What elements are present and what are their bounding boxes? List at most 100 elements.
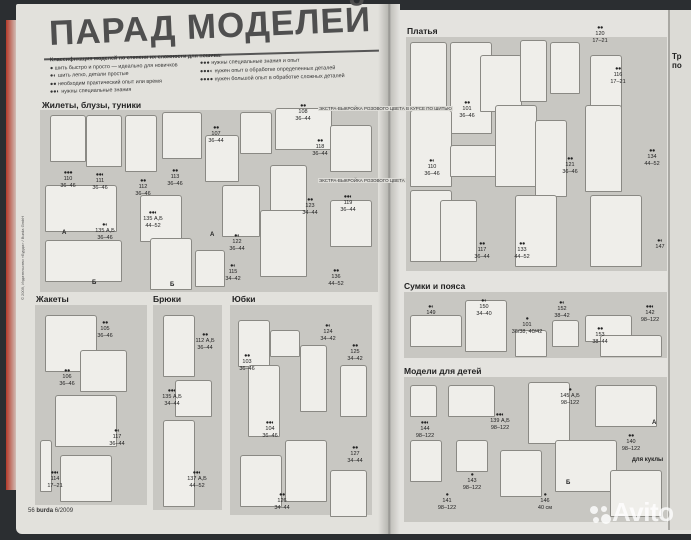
model-number: 106 [62,374,72,381]
model-number: 115 [228,269,238,276]
garment-sketch [515,195,557,267]
garment-sketch [595,385,657,427]
garment-sketch [55,395,117,447]
issue: 6/2009 [54,508,74,514]
model-sizes: 36–44 [312,150,328,157]
model-sizes: 34–42 [320,335,336,342]
model-sizes: 36/38, 40/42 [511,328,543,335]
garment-sketch [45,185,117,232]
garment-sketch [285,440,327,502]
section-title-jackets: Жакеты [36,294,69,304]
garment-sketch [550,42,580,94]
model-number: 119 [343,200,353,207]
difficulty-dots: ●◐ [559,300,565,306]
variant-letter: А [62,230,67,236]
difficulty-dots: ● [470,472,474,478]
model-sizes: 34–40 [476,310,492,317]
model-number: 110 [63,176,73,183]
garment-sketch [456,440,488,472]
model-number: 110 [427,164,437,171]
difficulty-dots: ●● [567,156,573,162]
model-sizes: 36–46 [262,432,278,439]
model-sizes: 44–52 [514,253,530,260]
garment-sketch [240,112,272,154]
model-number: 135 А,Б [162,394,182,401]
garment-sketch [175,380,212,417]
garment-sketch [270,330,300,357]
garment-sketch [45,240,122,282]
model-number: 117 [477,247,487,254]
next-page-edge [668,10,691,530]
model-sizes: 98–122 [490,424,510,431]
page-footer: 56 burda 6/2009 [28,508,73,514]
variant-letter: А [652,420,657,426]
model-sizes: 44–52 [644,160,660,167]
garment-sketch [248,365,280,437]
model-sizes: 36–46 [59,380,75,387]
difficulty-dots: ●● [307,197,313,203]
difficulty-dots: ●◐ [429,158,435,164]
garment-sketch [125,115,157,172]
model-number: 142 [645,310,655,317]
model-sizes: 98–122 [462,484,482,491]
copyright: © 2009, Издательство «Бурда» / Burda Gmb… [20,215,25,300]
model-sizes: 36–44 [340,206,356,213]
difficulty-dots: ●● [597,326,603,332]
difficulty-dots: ● [525,316,529,322]
model-number: 108 [298,109,308,116]
garment-sketch [500,450,542,497]
model-number: 117 [112,434,122,441]
garment-sketch [50,115,86,162]
model-sizes: 36–46 [562,168,578,175]
garment-sketch [238,320,270,367]
model-sizes: 34–42 [225,275,241,282]
garment-sketch [590,195,642,267]
garment-sketch [555,440,617,492]
difficulty-dots: ●● [649,148,655,154]
model-sizes: 38–44 [592,338,608,345]
model-sizes: 98–122 [437,504,457,511]
avito-logo-icon [590,506,611,524]
model-number: 139 А,Б [490,418,510,425]
model-sizes: 36–46 [97,332,113,339]
brand: burda [36,508,54,514]
difficulty-dots: ●●◐ [645,304,655,310]
garment-sketch [410,315,462,347]
magazine-spine [378,4,400,534]
difficulty-dots: ●● [213,125,219,131]
model-sizes: 34–44 [347,457,363,464]
model-number: 123 [305,203,315,210]
difficulty-dots: ●◐ [481,298,487,304]
difficulty-dots: ●● [352,445,358,451]
model-number: 114 [50,476,60,483]
model-sizes: 36–46 [97,234,113,241]
model-number: 143 [467,478,477,485]
garment-sketch [410,440,442,482]
difficulty-dots: ●●◐ [343,194,353,200]
model-number: 120 [595,31,605,38]
garment-sketch [450,145,502,177]
difficulty-dots: ●◐ [114,428,120,434]
section-title-kids: Модели для детей [404,366,482,376]
garment-sketch [150,238,192,290]
